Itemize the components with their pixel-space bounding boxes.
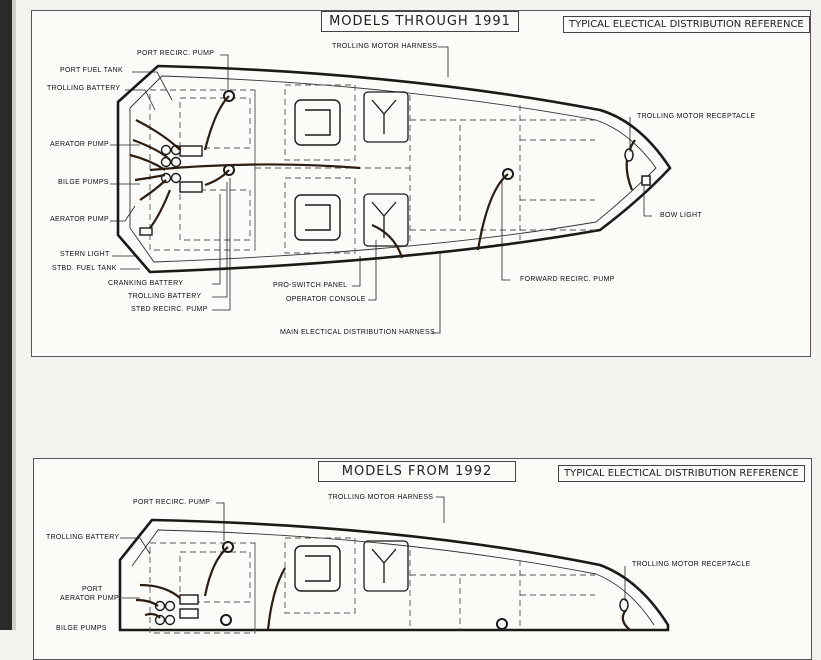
label-port-fuel-tank: PORT FUEL TANK <box>60 67 123 74</box>
seat-port <box>294 99 341 241</box>
label-operator-console: OPERATOR CONSOLE <box>286 296 366 303</box>
label-trolling-motor-harness: TROLLING MOTOR HARNESS <box>332 43 438 50</box>
label-aerator-pump-bottom: AERATOR PUMP <box>50 216 109 223</box>
hull-outline-2 <box>118 518 670 632</box>
bow-fixtures <box>624 148 651 186</box>
scanner-edge <box>0 0 16 630</box>
leader-lines-2 <box>120 496 626 601</box>
hull-inner-line-2 <box>131 529 655 626</box>
compartment-dashes-2 <box>149 537 595 634</box>
transom-pumps-2 <box>154 594 199 626</box>
diagram-sheet-from-1992 <box>33 458 812 660</box>
label-trolling-battery-bottom: TROLLING BATTERY <box>128 293 202 300</box>
wiring-harness-2 <box>135 546 631 631</box>
label-aerator-pump-top: AERATOR PUMP <box>50 141 109 148</box>
hull-outline <box>116 64 672 274</box>
hull-inner-line <box>129 75 657 263</box>
label-port-recirc-pump: PORT RECIRC. PUMP <box>137 50 215 57</box>
label-stbd-fuel-tank: STBD. FUEL TANK <box>52 265 117 272</box>
console-frames <box>363 91 409 247</box>
console-frame-2 <box>363 540 409 592</box>
diagram-title: MODELS THROUGH 1991 <box>321 11 519 32</box>
label-trolling-battery-top: TROLLING BATTERY <box>47 85 121 92</box>
label-port-recirc-pump-2: PORT RECIRC. PUMP <box>133 499 211 506</box>
boat-wiring-diagram-2 <box>118 496 670 634</box>
label-bow-light: BOW LIGHT <box>660 212 702 219</box>
label-aerator-pump-2: AERATOR PUMP <box>60 595 119 602</box>
leader-lines <box>110 46 652 334</box>
recirc-pumps-2 <box>220 541 508 630</box>
label-trolling-battery-2: TROLLING BATTERY <box>46 534 120 541</box>
label-stern-light: STERN LIGHT <box>60 251 110 258</box>
label-bilge-pumps-2: BILGE PUMPS <box>56 625 107 632</box>
wiring-harness <box>129 95 636 259</box>
label-trolling-motor-receptacle: TROLLING MOTOR RECEPTACLE <box>637 113 756 120</box>
seat-port-2 <box>294 545 341 592</box>
reference-title: TYPICAL ELECTICAL DISTRIBUTION REFERENCE <box>563 16 810 33</box>
diagram-title-2: MODELS FROM 1992 <box>318 461 516 482</box>
label-port-2: PORT <box>82 586 103 593</box>
label-trolling-motor-receptacle-2: TROLLING MOTOR RECEPTACLE <box>632 561 751 568</box>
label-main-harness: MAIN ELECTICAL DISTRIBUTION HARNESS <box>280 329 435 336</box>
label-trolling-motor-harness-2: TROLLING MOTOR HARNESS <box>328 494 434 501</box>
bow-fixture-2 <box>619 598 629 612</box>
boat-wiring-diagram-1 <box>110 46 672 334</box>
label-stbd-recirc-pump: STBD RECIRC. PUMP <box>131 306 208 313</box>
label-bilge-pumps: BILGE PUMPS <box>58 179 109 186</box>
reference-title-2: TYPICAL ELECTICAL DISTRIBUTION REFERENCE <box>558 465 805 482</box>
label-pro-switch-panel: PRO-SWITCH PANEL <box>273 282 348 289</box>
label-cranking-battery: CRANKING BATTERY <box>108 280 184 287</box>
label-forward-recirc-pump: FORWARD RECIRC. PUMP <box>520 276 615 283</box>
